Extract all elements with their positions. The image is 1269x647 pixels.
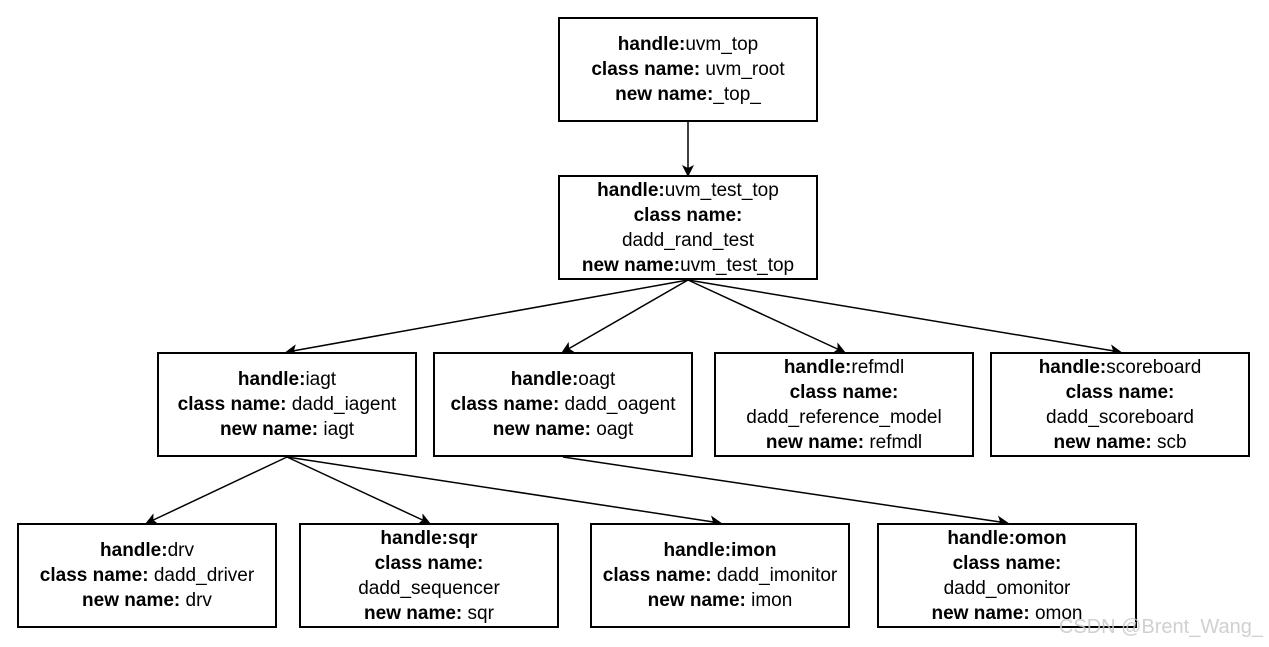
watermark: CSDN @Brent_Wang_ bbox=[1058, 616, 1263, 638]
handle-label: handle: bbox=[597, 179, 665, 201]
node-omon: handle:omon class name: dadd_omonitor ne… bbox=[877, 523, 1137, 628]
class-label: class name: bbox=[789, 381, 899, 403]
class-label: class name: bbox=[1065, 381, 1175, 403]
node-iagt: handle:iagt class name: dadd_iagent new … bbox=[157, 352, 417, 457]
handle-label: handle: bbox=[510, 369, 579, 390]
handle-label: handle: bbox=[380, 527, 448, 549]
class-value: dadd_reference_model bbox=[746, 406, 942, 428]
class-value: uvm_root bbox=[700, 59, 785, 80]
edge-test-to-refmdl bbox=[687, 279, 846, 354]
handle-value: omon bbox=[1014, 527, 1067, 549]
new-name-label: new name: bbox=[1053, 431, 1152, 453]
new-name-label: new name: bbox=[765, 431, 865, 453]
edge-test-to-iagt bbox=[285, 279, 689, 357]
edge-iagt-to-sqr bbox=[286, 456, 431, 525]
class-label: class name: bbox=[39, 565, 149, 586]
class-value: dadd_driver bbox=[148, 565, 255, 586]
new-name-label: new name: bbox=[364, 602, 463, 624]
handle-label: handle: bbox=[617, 34, 686, 55]
node-imon: handle:imon class name: dadd_imonitor ne… bbox=[590, 523, 850, 628]
class-label: class name: bbox=[952, 552, 1062, 574]
handle-label: handle: bbox=[1038, 356, 1107, 378]
edge-iagt-to-drv bbox=[145, 456, 288, 525]
node-refmdl: handle:refmdl class name: dadd_reference… bbox=[714, 352, 974, 457]
class-label: class name: bbox=[602, 565, 712, 586]
class-label: class name: bbox=[374, 552, 484, 574]
new-name-value: iagt bbox=[318, 419, 355, 440]
class-value: dadd_oagent bbox=[559, 394, 676, 415]
handle-value: oagt bbox=[578, 369, 616, 390]
new-name-label: new name: bbox=[219, 419, 319, 440]
handle-label: handle: bbox=[237, 369, 306, 390]
handle-value: iagt bbox=[305, 369, 337, 390]
class-value: dadd_imonitor bbox=[711, 565, 838, 586]
new-name-value: uvm_test_top bbox=[680, 254, 795, 276]
handle-label: handle: bbox=[663, 540, 732, 561]
new-name-value: oagt bbox=[590, 419, 634, 440]
handle-label: handle: bbox=[100, 540, 168, 561]
class-value: dadd_scoreboard bbox=[1046, 406, 1194, 428]
handle-label: handle: bbox=[947, 527, 1015, 549]
handle-value: imon bbox=[731, 540, 777, 561]
node-sqr: handle:sqr class name: dadd_sequencer ne… bbox=[299, 523, 559, 628]
edge-iagt-to-imon bbox=[286, 456, 722, 528]
new-name-label: new name: bbox=[581, 254, 681, 276]
class-label: class name: bbox=[633, 204, 743, 226]
class-value: dadd_sequencer bbox=[358, 577, 500, 599]
new-name-value: _top_ bbox=[713, 84, 761, 105]
class-value: dadd_omonitor bbox=[943, 577, 1071, 599]
edge-oagt-to-omon bbox=[562, 456, 1009, 528]
handle-value: uvm_top bbox=[685, 34, 759, 55]
handle-value: scoreboard bbox=[1106, 356, 1202, 378]
node-scoreboard: handle:scoreboard class name: dadd_score… bbox=[990, 352, 1250, 457]
new-name-label: new name: bbox=[82, 590, 181, 611]
handle-label: handle: bbox=[783, 356, 852, 378]
node-oagt: handle:oagt class name: dadd_oagent new … bbox=[433, 352, 693, 457]
new-name-value: omon bbox=[1029, 602, 1083, 624]
node-drv: handle:drv class name: dadd_driver new n… bbox=[17, 523, 277, 628]
new-name-label: new name: bbox=[492, 419, 591, 440]
handle-value: drv bbox=[167, 540, 194, 561]
new-name-value: imon bbox=[745, 590, 793, 611]
handle-value: refmdl bbox=[851, 356, 905, 378]
class-label: class name: bbox=[591, 59, 701, 80]
edge-test-to-oagt bbox=[561, 279, 689, 353]
new-name-value: scb bbox=[1151, 431, 1187, 453]
new-name-value: refmdl bbox=[864, 431, 923, 453]
new-name-value: sqr bbox=[462, 602, 494, 624]
edge-test-to-scb bbox=[687, 279, 1122, 357]
class-label: class name: bbox=[450, 394, 560, 415]
new-name-label: new name: bbox=[615, 84, 714, 105]
new-name-label: new name: bbox=[931, 602, 1030, 624]
new-name-value: drv bbox=[180, 590, 212, 611]
class-value: dadd_rand_test bbox=[621, 229, 755, 251]
node-uvm-top: handle:uvm_top class name: uvm_root new … bbox=[558, 17, 818, 122]
handle-value: sqr bbox=[447, 527, 478, 549]
class-label: class name: bbox=[177, 394, 287, 415]
class-value: dadd_iagent bbox=[286, 394, 397, 415]
new-name-label: new name: bbox=[647, 590, 746, 611]
handle-value: uvm_test_top bbox=[664, 179, 779, 201]
node-uvm-test-top: handle:uvm_test_top class name: dadd_ran… bbox=[558, 175, 818, 280]
